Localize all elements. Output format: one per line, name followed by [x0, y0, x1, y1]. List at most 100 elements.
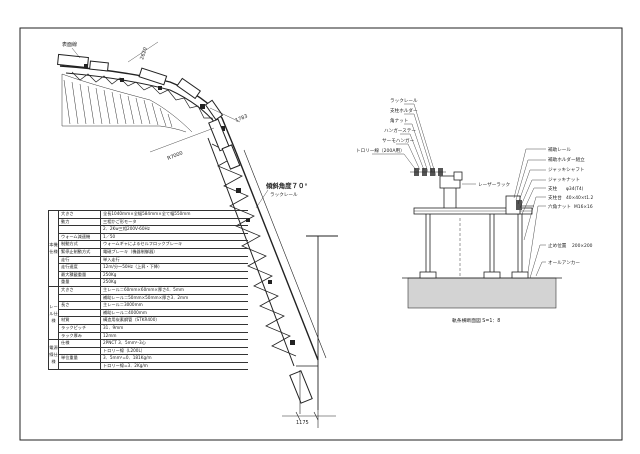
callout-aux-rail: 補助レール: [548, 146, 571, 153]
spec-row: レール仕様大きさ主レール＝60mm×60mm×厚さ4．5mm: [48, 285, 248, 341]
callout-thermo-hanger: サーモハンガー: [382, 137, 415, 144]
spec-item: 重量: [58, 278, 101, 287]
callout-hanger-stay: ハンガーステー: [384, 127, 416, 134]
callout-post-base-spec: 40×40×t1.2: [566, 195, 593, 201]
spec-item: [58, 293, 101, 303]
ground-surface-label: 表面線: [62, 41, 77, 48]
left-elevation-view: 表面線 2620 1783 R7000 傾斜角度７０° ラックレール 1175: [57, 41, 338, 428]
spec-item: 走行: [58, 255, 101, 265]
spec-row: 制動方式ウォームギャによるセルフロックブレーキ: [49, 240, 248, 249]
right-cross-section-view: ラックレール 支柱ホルダー 角ナット ハンガーステー サーモハンガー トロリー線…: [356, 98, 593, 324]
spec-value: 1／50: [100, 232, 248, 242]
callout-aux-holder: 補助ホルダー組立: [548, 156, 585, 163]
spec-value: ウォームギャによるセルフロックブレーキ: [100, 240, 248, 249]
spec-item: [58, 361, 101, 371]
spec-item: 制動方式: [58, 240, 101, 249]
spec-item: 動力: [58, 217, 101, 227]
spec-group-title: 本機仕様: [48, 210, 59, 287]
spec-value: 3．5mm²=0．181Kg/m: [100, 354, 248, 363]
dimension-2620: 2620: [139, 47, 149, 61]
callout-jack-shaft: ジャッキシャフト: [548, 167, 585, 173]
spec-item: ラック厚み: [58, 331, 101, 341]
callout-post-base: 支柱台: [548, 194, 562, 201]
rack-rail-label: ラックレール: [270, 192, 298, 198]
spec-group-title: レール仕様: [48, 285, 59, 341]
callout-post-holder: 支柱ホルダー: [390, 107, 418, 114]
spec-value: 250Kg: [100, 278, 248, 287]
callout-trolley-wire: トロリー線（200A用）: [356, 147, 405, 154]
spec-row: 緊停止制動方式電磁ブレーキ（機器制御器）: [49, 247, 248, 257]
spec-row: 本機仕様大きさ全長1040mm×全幅584mm×全て幅550mm: [48, 210, 248, 287]
spec-item: 単位重量: [58, 354, 101, 363]
spec-row: 長さ主レール＝3000mm: [49, 301, 248, 310]
spec-value: 主レール＝60mm×60mm×厚さ4．5mm: [100, 285, 248, 295]
callout-hex-nut: 六角ナット: [548, 203, 571, 210]
drawing-border: [19, 27, 623, 441]
spec-item: [58, 308, 101, 318]
spec-value: トロリー線=3．2Kg/m: [100, 361, 248, 371]
spec-row: 補助レール＝50mm×50mm×厚さ3．2mm: [49, 293, 248, 303]
spec-row: 走行単入走行: [49, 255, 248, 265]
spec-item: ラックピッチ: [58, 323, 101, 333]
spec-value: 電磁ブレーキ（機器制御器）: [100, 247, 248, 257]
spec-value: 12mm: [100, 331, 248, 341]
callout-square-nut: 角ナット: [390, 117, 408, 124]
spec-value: 主レール＝3000mm: [100, 301, 248, 310]
spec-item: ウォーム減速機: [58, 232, 101, 242]
spec-item: [58, 346, 101, 356]
spec-value: 全長1040mm×全幅584mm×全て幅550mm: [100, 210, 248, 219]
spec-item: [58, 225, 101, 234]
dimension-1175: 1175: [296, 420, 309, 426]
callout-stop-position-spec: 200×200: [572, 243, 593, 249]
spec-value: 三相かご形モータ: [100, 217, 248, 227]
spec-value: 単入走行: [100, 255, 248, 265]
spec-value: 31．9mm: [100, 323, 248, 333]
spec-row: 材質構造用炭素鋼管（STKR400）: [49, 316, 248, 325]
callout-rack-rail: ラックレール: [390, 98, 418, 104]
ground-block: [407, 277, 557, 309]
spec-item: 最大積載重量: [58, 270, 101, 280]
spec-value: 補助レール＝4000mm: [100, 308, 248, 318]
spec-item: 仕様: [58, 339, 101, 348]
spec-row: トロリー線=3．2Kg/m: [49, 361, 248, 371]
spec-value: 250Kg: [100, 270, 248, 280]
spec-value: 2PNCT 3．5mm²-3心: [100, 339, 248, 348]
spec-group-title: 電源線仕様: [48, 339, 59, 371]
spec-item: 大きさ: [58, 285, 101, 295]
callout-hex-nut-spec: M16×16: [574, 204, 593, 210]
radius-label: R7000: [167, 150, 184, 162]
spec-row: 動力三相かご形モータ: [49, 217, 248, 227]
inclination-angle-label: 傾斜角度７０°: [265, 181, 308, 190]
spec-row: 補助レール＝4000mm: [49, 308, 248, 318]
spec-value: 構造用炭素鋼管（STKR400）: [100, 316, 248, 325]
spec-value: トロリー線（L200L）: [100, 346, 248, 356]
spec-item: 走行速度: [58, 263, 101, 272]
spec-row: トロリー線（L200L）: [49, 346, 248, 356]
spec-row: 2．2Kw三相200V-60Hz: [49, 225, 248, 234]
callout-jack-nut: ジャッキナット: [548, 177, 580, 183]
callout-post: 支柱: [548, 185, 558, 192]
spec-item: 材質: [58, 316, 101, 325]
spec-item: 緊停止制動方式: [58, 247, 101, 257]
spec-value: 2．2Kw三相200V-60Hz: [100, 225, 248, 234]
section-caption: 軌条横断面図 S=1：8: [452, 317, 500, 324]
dimension-1783: 1783: [235, 114, 249, 124]
callout-all-anchor: オールアンカー: [548, 260, 580, 266]
callout-stop-position: 止め位置: [548, 242, 567, 249]
spec-item: 大きさ: [58, 210, 101, 219]
spec-item: 長さ: [58, 301, 101, 310]
callout-post-spec: φ34(T4): [566, 186, 584, 192]
spec-value: 補助レール＝50mm×50mm×厚さ3．2mm: [100, 293, 248, 303]
callout-laser-rack: レーザーラック: [478, 182, 510, 188]
